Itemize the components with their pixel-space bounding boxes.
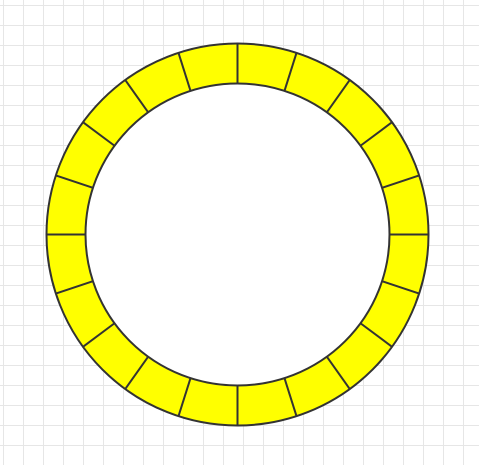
segment-divider <box>359 322 393 348</box>
segment-divider <box>55 174 94 189</box>
segment-divider <box>283 52 298 92</box>
segment-divider <box>177 377 192 417</box>
segment-divider <box>381 174 420 189</box>
segment-divider <box>326 356 351 390</box>
segment-divider <box>326 79 351 113</box>
segment-divider <box>381 280 420 295</box>
segmented-ring <box>45 42 430 427</box>
ring-inner-edge <box>84 82 391 387</box>
segment-divider <box>359 121 393 147</box>
segment-divider <box>82 322 116 348</box>
segment-divider <box>283 377 298 417</box>
segment-divider <box>177 52 192 92</box>
segment-divider <box>124 356 149 390</box>
segment-divider <box>124 79 149 113</box>
segment-divider <box>82 121 116 147</box>
segment-divider <box>55 280 94 295</box>
